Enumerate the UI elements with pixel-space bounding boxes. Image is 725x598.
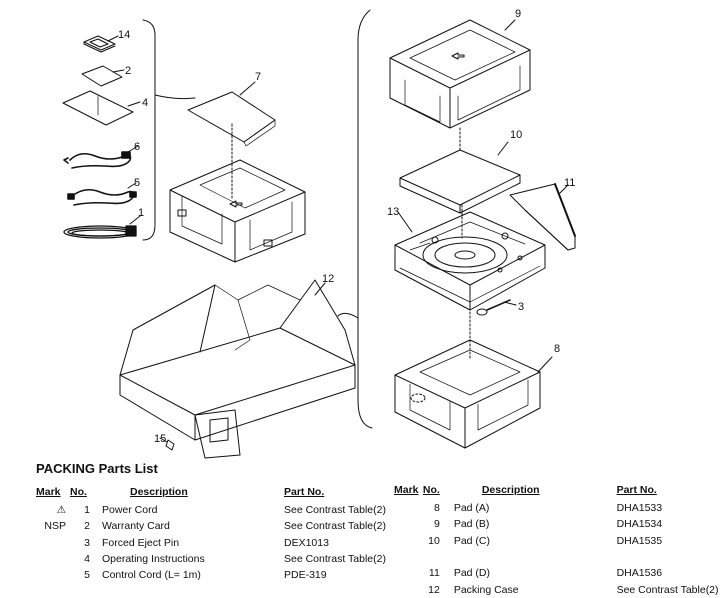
part-13-main-unit	[394, 211, 546, 311]
row-mark: NSP	[44, 520, 66, 533]
table-row: 4 Operating Instructions See Contrast Ta…	[36, 551, 404, 567]
table-row: 10 Pad (C) DHA1535	[394, 533, 725, 549]
table-spacer-row	[394, 549, 725, 565]
row-no: 9	[433, 518, 440, 531]
row-no: 3	[84, 536, 90, 549]
main-unit-bracket	[357, 9, 373, 429]
callout-7: 7	[255, 71, 261, 83]
row-description: Forced Eject Pin	[102, 536, 180, 549]
callout-9: 9	[515, 8, 521, 20]
table-row: 9 Pad (B) DHA1534	[394, 516, 725, 532]
row-no: 1	[84, 504, 90, 517]
callout-15: 15	[154, 433, 166, 445]
row-mark	[36, 551, 70, 567]
row-description: Pad (A)	[453, 502, 490, 515]
row-no: 4	[84, 553, 90, 566]
row-description: Pad (D)	[453, 567, 490, 580]
row-description: Packing Case	[453, 583, 519, 596]
part-2-warranty-card	[81, 65, 125, 87]
parts-table-left: Mark No. Description Part No. ⚠ 1 Power …	[36, 486, 404, 583]
part-14-sheet	[83, 35, 119, 53]
row-description: Power Cord	[102, 504, 158, 517]
table-row: NSP 2 Warranty Card See Contrast Table(2…	[36, 518, 404, 534]
row-part-no: See Contrast Table(2)	[284, 504, 386, 517]
callout-11: 11	[564, 177, 575, 189]
parts-list-title-bold: PACKING	[36, 461, 95, 476]
accessory-bracket	[142, 19, 156, 241]
row-no: 5	[84, 569, 90, 582]
table-row: 3 Forced Eject Pin DEX1013	[36, 535, 404, 551]
part-1-power-cord	[63, 215, 141, 239]
callout-5: 5	[134, 177, 140, 189]
part-4-instructions	[62, 90, 141, 126]
header-part-no: Part No.	[616, 484, 657, 496]
callout-2: 2	[125, 65, 131, 77]
parts-list-title: PACKING Parts List	[36, 461, 158, 476]
table-row: 11 Pad (D) DHA1536	[394, 565, 725, 581]
row-mark: ⚠	[56, 504, 66, 517]
row-description: Operating Instructions	[102, 553, 205, 566]
table-row: 12 Packing Case See Contrast Table(2)	[394, 581, 725, 597]
row-description: Pad (B)	[453, 518, 490, 531]
part-5-control-cord	[67, 182, 137, 206]
row-part-no: DEX1013	[284, 536, 329, 549]
row-mark	[394, 516, 423, 532]
row-description: Pad (C)	[453, 534, 490, 547]
header-mark: Mark	[36, 486, 61, 498]
row-description: Control Cord (L= 1m)	[102, 569, 201, 582]
part-7-bag	[187, 81, 276, 201]
part-8-bottom-pad	[394, 339, 553, 449]
callout-10: 10	[510, 129, 522, 141]
header-description: Description	[130, 486, 188, 498]
row-part-no: See Contrast Table(2)	[616, 583, 719, 596]
row-no: 2	[84, 520, 90, 533]
part-15-label	[159, 437, 175, 451]
table-row: 5 Control Cord (L= 1m) PDE-319	[36, 567, 404, 583]
row-mark	[394, 500, 423, 516]
callout-4: 4	[142, 97, 148, 109]
row-description: Warranty Card	[102, 520, 170, 533]
part-12-packing-case	[119, 279, 356, 459]
row-part-no: DHA1535	[616, 534, 663, 547]
row-no: 12	[428, 583, 440, 596]
header-part-no: Part No.	[284, 486, 325, 498]
row-mark	[36, 567, 70, 583]
row-part-no: DHA1534	[616, 518, 663, 531]
row-part-no: DHA1533	[616, 502, 663, 515]
row-part-no: DHA1536	[616, 567, 663, 580]
row-mark	[394, 581, 423, 597]
callout-8: 8	[554, 343, 560, 355]
row-mark	[36, 535, 70, 551]
table-row: ⚠ 1 Power Cord See Contrast Table(2)	[36, 502, 404, 518]
packing-exploded-diagram: 14 2 4 6 5 1 7 12 15 9 10 11 13 3 8	[62, 8, 576, 459]
table-header-row: Mark No. Description Part No.	[36, 486, 404, 502]
header-mark: Mark	[394, 484, 419, 496]
part-6-power-cord	[63, 145, 139, 169]
callout-6: 6	[134, 141, 140, 153]
row-no: 10	[428, 534, 440, 547]
part-11-side-pad	[509, 183, 576, 251]
left-pad-assembly	[169, 159, 306, 263]
callout-3: 3	[518, 301, 524, 313]
part-10-pad	[399, 141, 521, 239]
row-no: 8	[433, 502, 440, 515]
part-9-top-pad	[389, 19, 531, 153]
callout-13: 13	[387, 206, 399, 218]
row-part-no: PDE-319	[284, 569, 327, 582]
row-mark	[394, 533, 423, 549]
row-mark	[394, 565, 423, 581]
header-no: No.	[70, 486, 87, 498]
table-header-row: Mark No. Description Part No.	[394, 484, 725, 500]
table-row: 8 Pad (A) DHA1533	[394, 500, 725, 516]
header-description: Description	[481, 484, 540, 496]
row-no: 11	[428, 567, 440, 580]
parts-table-right: Mark No. Description Part No. 8 Pad (A) …	[394, 484, 725, 598]
callout-12: 12	[322, 273, 334, 285]
row-part-no: See Contrast Table(2)	[284, 553, 386, 566]
callout-1: 1	[138, 207, 144, 219]
parts-list-title-rest: Parts List	[98, 461, 158, 476]
callout-14: 14	[118, 29, 130, 41]
row-part-no: See Contrast Table(2)	[284, 520, 386, 533]
header-no: No.	[422, 484, 440, 496]
